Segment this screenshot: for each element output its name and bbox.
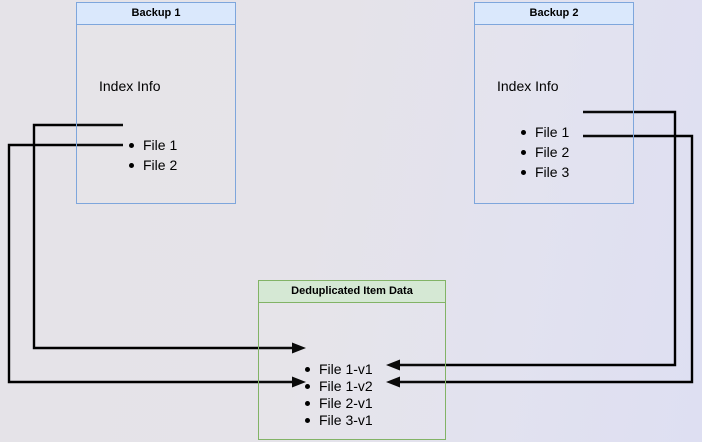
backup2-index-label: Index Info: [497, 78, 559, 94]
list-item[interactable]: File 2: [127, 155, 177, 175]
backup2-body: Index Info File 1 File 2 File 3: [474, 25, 634, 204]
backup1-body: Index Info File 1 File 2: [76, 25, 236, 204]
list-item[interactable]: File 1: [127, 135, 177, 155]
dedup-item-list: File 1-v1 File 1-v2 File 2-v1 File 3-v1: [303, 361, 373, 429]
list-item[interactable]: File 1-v2: [303, 378, 373, 395]
backup1-file-list: File 1 File 2: [127, 135, 177, 175]
list-item[interactable]: File 1: [519, 122, 569, 142]
backup1-title: Backup 1: [76, 2, 236, 25]
backup1-index-label: Index Info: [99, 78, 161, 94]
backup2-file-list: File 1 File 2 File 3: [519, 122, 569, 182]
list-item[interactable]: File 3-v1: [303, 412, 373, 429]
backup2-title: Backup 2: [474, 2, 634, 25]
list-item[interactable]: File 1-v1: [303, 361, 373, 378]
backup1-box[interactable]: Backup 1 Index Info File 1 File 2: [76, 2, 236, 204]
list-item[interactable]: File 3: [519, 162, 569, 182]
list-item[interactable]: File 2: [519, 142, 569, 162]
dedup-body: File 1-v1 File 1-v2 File 2-v1 File 3-v1: [258, 303, 446, 440]
dedup-title: Deduplicated Item Data: [258, 280, 446, 303]
dedup-box[interactable]: Deduplicated Item Data File 1-v1 File 1-…: [258, 280, 446, 440]
list-item[interactable]: File 2-v1: [303, 395, 373, 412]
backup2-box[interactable]: Backup 2 Index Info File 1 File 2 File 3: [474, 2, 634, 204]
